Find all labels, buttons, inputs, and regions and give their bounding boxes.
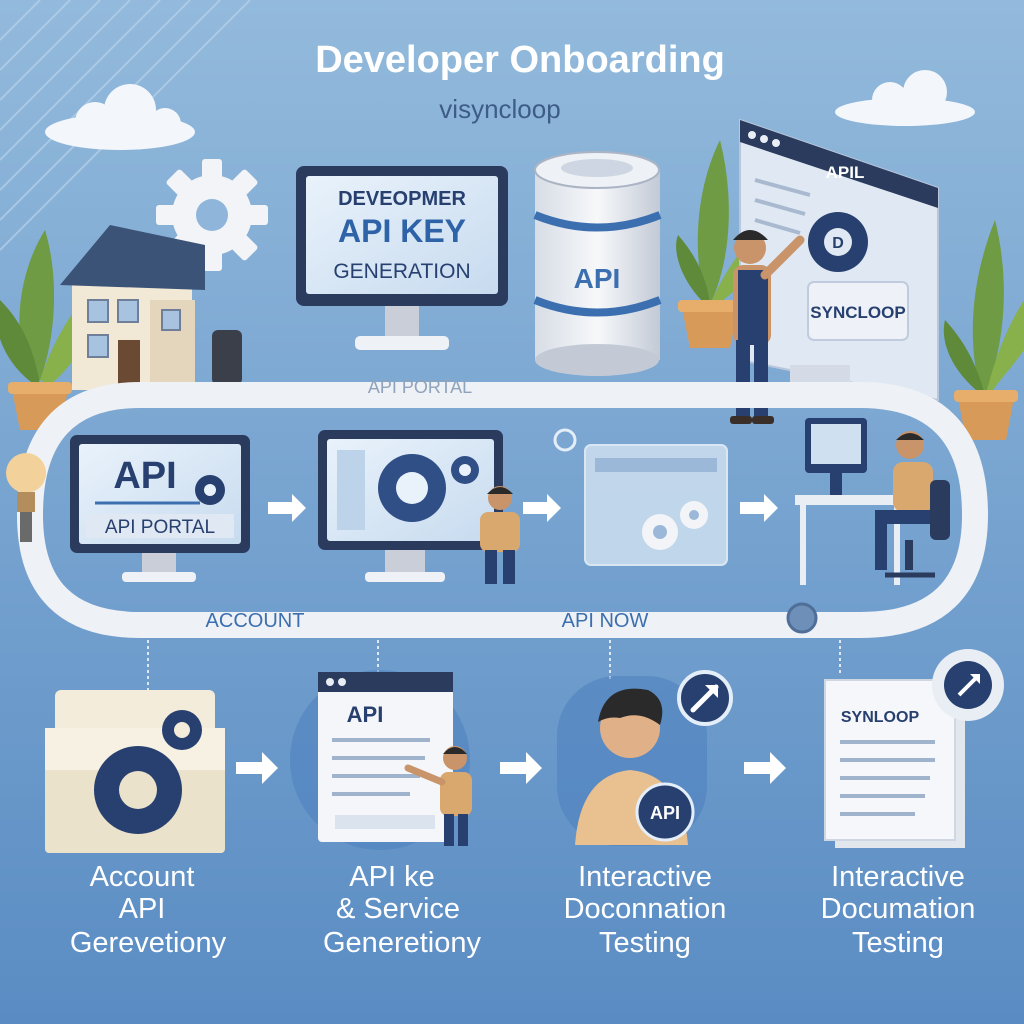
person-writing-icon bbox=[404, 746, 472, 846]
monitor-line3: GENERATION bbox=[333, 260, 470, 283]
arrow-right-icon bbox=[268, 494, 306, 522]
caption-line: Interactive bbox=[831, 861, 965, 893]
database-label: API bbox=[574, 263, 621, 294]
settings-gear-icon: D bbox=[808, 212, 868, 272]
api-badge-label: API bbox=[650, 803, 680, 823]
caption-line: Gerevetiony bbox=[70, 927, 227, 959]
gear-icon bbox=[156, 159, 268, 271]
caption-step-1: Account API Gerevetiony bbox=[70, 861, 227, 959]
cloud-left bbox=[45, 84, 195, 150]
small-gear-icon bbox=[451, 456, 479, 484]
road-label-mid: API NOW bbox=[562, 610, 649, 632]
setup-monitor bbox=[318, 430, 503, 582]
portal-monitor: API API PORTAL bbox=[70, 435, 250, 582]
database-icon: API bbox=[533, 151, 662, 376]
caption-line: Doconnation bbox=[564, 893, 727, 925]
arrow-right-icon bbox=[236, 752, 278, 784]
caption-line: Testing bbox=[599, 927, 691, 959]
account-folder-icon bbox=[45, 690, 225, 853]
caption-line: Testing bbox=[852, 927, 944, 959]
caption-line: & Service bbox=[336, 893, 460, 925]
monitor-line2: API KEY bbox=[338, 213, 466, 249]
arrow-right-icon bbox=[500, 752, 542, 784]
svg-text:D: D bbox=[832, 235, 844, 252]
monitor-line1: DEVEOPMER bbox=[338, 188, 466, 210]
caption-line: Documation bbox=[821, 893, 976, 925]
caption-line: API bbox=[119, 893, 166, 925]
api-document: API bbox=[290, 670, 470, 850]
road-label-left: ACCOUNT bbox=[206, 610, 305, 632]
developer-avatar: API bbox=[557, 670, 733, 846]
small-gear-icon bbox=[195, 475, 225, 505]
browser-tab-label: APIL bbox=[826, 163, 865, 182]
arrow-right-icon bbox=[740, 494, 778, 522]
road-label-top: API PORTAL bbox=[368, 377, 472, 397]
portal-screen-small: API PORTAL bbox=[105, 517, 215, 538]
caption-line: API ke bbox=[349, 861, 434, 893]
page-subtitle: visyncloop bbox=[439, 94, 560, 124]
arrow-right-icon bbox=[523, 494, 561, 522]
house-icon bbox=[60, 225, 242, 390]
plant-right bbox=[943, 220, 1024, 440]
cloud-right bbox=[835, 70, 975, 126]
caption-step-4: Interactive Documation Testing bbox=[821, 861, 976, 959]
api-key-monitor: DEVEOPMER API KEY GENERATION bbox=[296, 166, 508, 350]
arrow-right-icon bbox=[744, 752, 786, 784]
connector-lines bbox=[147, 640, 841, 690]
document-header-label: API bbox=[347, 702, 384, 727]
diagonal-stripes bbox=[0, 0, 251, 251]
onboarding-road bbox=[16, 382, 989, 638]
person-at-desk-icon bbox=[795, 418, 950, 585]
portal-screen-big: API bbox=[113, 455, 176, 497]
gear-icon bbox=[378, 454, 446, 522]
trending-arrow-icon bbox=[677, 670, 733, 726]
caption-step-2: API ke & Service Generetiony bbox=[323, 861, 481, 959]
gear-icon bbox=[932, 649, 1004, 721]
person-reading-icon bbox=[480, 486, 520, 584]
caption-line: Account bbox=[90, 861, 195, 893]
lightbulb-icon bbox=[6, 453, 46, 542]
documentation-stack: SYNLOOP bbox=[824, 649, 1004, 848]
caption-line: Generetiony bbox=[323, 927, 481, 959]
caption-step-3: Interactive Doconnation Testing bbox=[564, 861, 727, 959]
document-right-label: SYNLOOP bbox=[841, 709, 920, 726]
browser-card-label: SYNCLOOP bbox=[810, 303, 905, 322]
road-marker bbox=[786, 602, 818, 634]
page-title: Developer Onboarding bbox=[315, 39, 725, 81]
caption-line: Interactive bbox=[578, 861, 712, 893]
browser-window-right: APIL D SYNCLOOP bbox=[739, 118, 939, 402]
settings-panel bbox=[553, 428, 728, 566]
